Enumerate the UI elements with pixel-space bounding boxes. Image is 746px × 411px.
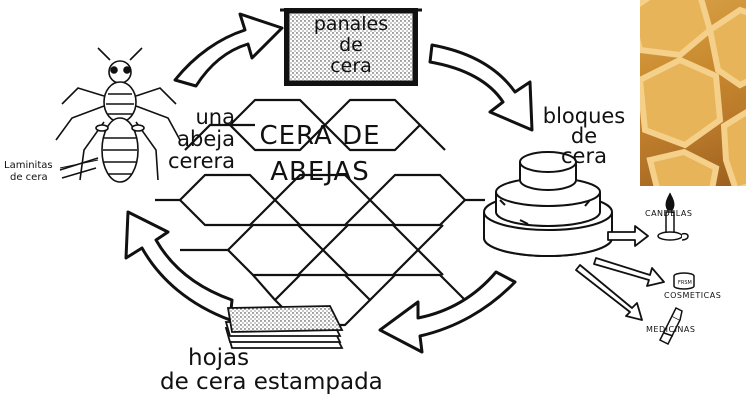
blocks-label-line-3: cera (561, 144, 607, 168)
blocks-label-line-1: bloques (542, 104, 626, 128)
wax-blocks (483, 151, 613, 257)
center-title: CERA DE ABEJAS (240, 118, 400, 190)
honeycomb-photo (640, 0, 746, 186)
bee-label: una abeja cerera (150, 106, 235, 172)
bee-illustration (55, 47, 181, 183)
candle-icon (657, 192, 689, 241)
laminitas-line-1: Laminitas (4, 160, 53, 171)
honeycomb-grid (155, 98, 485, 327)
arrow-to-hojas (378, 270, 517, 354)
center-title-line-1: CERA DE (259, 121, 381, 151)
panales-line-1: panales (313, 13, 389, 35)
honeycomb-photo-cells (640, 0, 746, 186)
product-label-medicinas: MEDICINAS (646, 325, 696, 334)
product-arrows (575, 225, 665, 321)
laminitas-line-2: de cera (10, 172, 48, 183)
cycle-arrows (124, 12, 534, 354)
panales-box (280, 8, 422, 86)
wax-sheets-stack (224, 305, 344, 349)
sheets-label: hojas de cera estampada (160, 346, 383, 394)
blocks-label: bloques de cera (534, 104, 634, 168)
cosmetics-jar-icon: FRSM (673, 272, 695, 290)
panales-label: panales de cera (300, 14, 402, 77)
center-title-line-2: ABEJAS (270, 157, 370, 187)
panales-line-3: cera (330, 55, 372, 77)
sheets-label-line-1: hojas (188, 345, 250, 371)
medicine-tube-icon (658, 306, 683, 346)
sheets-label-line-2: de cera estampada (160, 369, 383, 395)
blocks-label-line-2: de (570, 124, 598, 148)
svg-text:FRSM: FRSM (678, 280, 692, 286)
panales-line-2: de (339, 34, 363, 56)
laminitas-label: Laminitas de cera (4, 160, 53, 184)
product-label-cosmeticas: COSMETICAS (664, 291, 722, 300)
bee-label-line-2: abeja (177, 127, 235, 151)
arrow-to-abeja (124, 210, 234, 322)
bee-label-line-3: cerera (167, 149, 235, 173)
arrow-to-panales (173, 12, 284, 88)
bee-label-line-1: una (195, 105, 236, 129)
arrow-to-bloques (428, 43, 534, 132)
laminitas-leader (59, 159, 99, 169)
product-label-candelas: CANDELAS (645, 209, 693, 218)
